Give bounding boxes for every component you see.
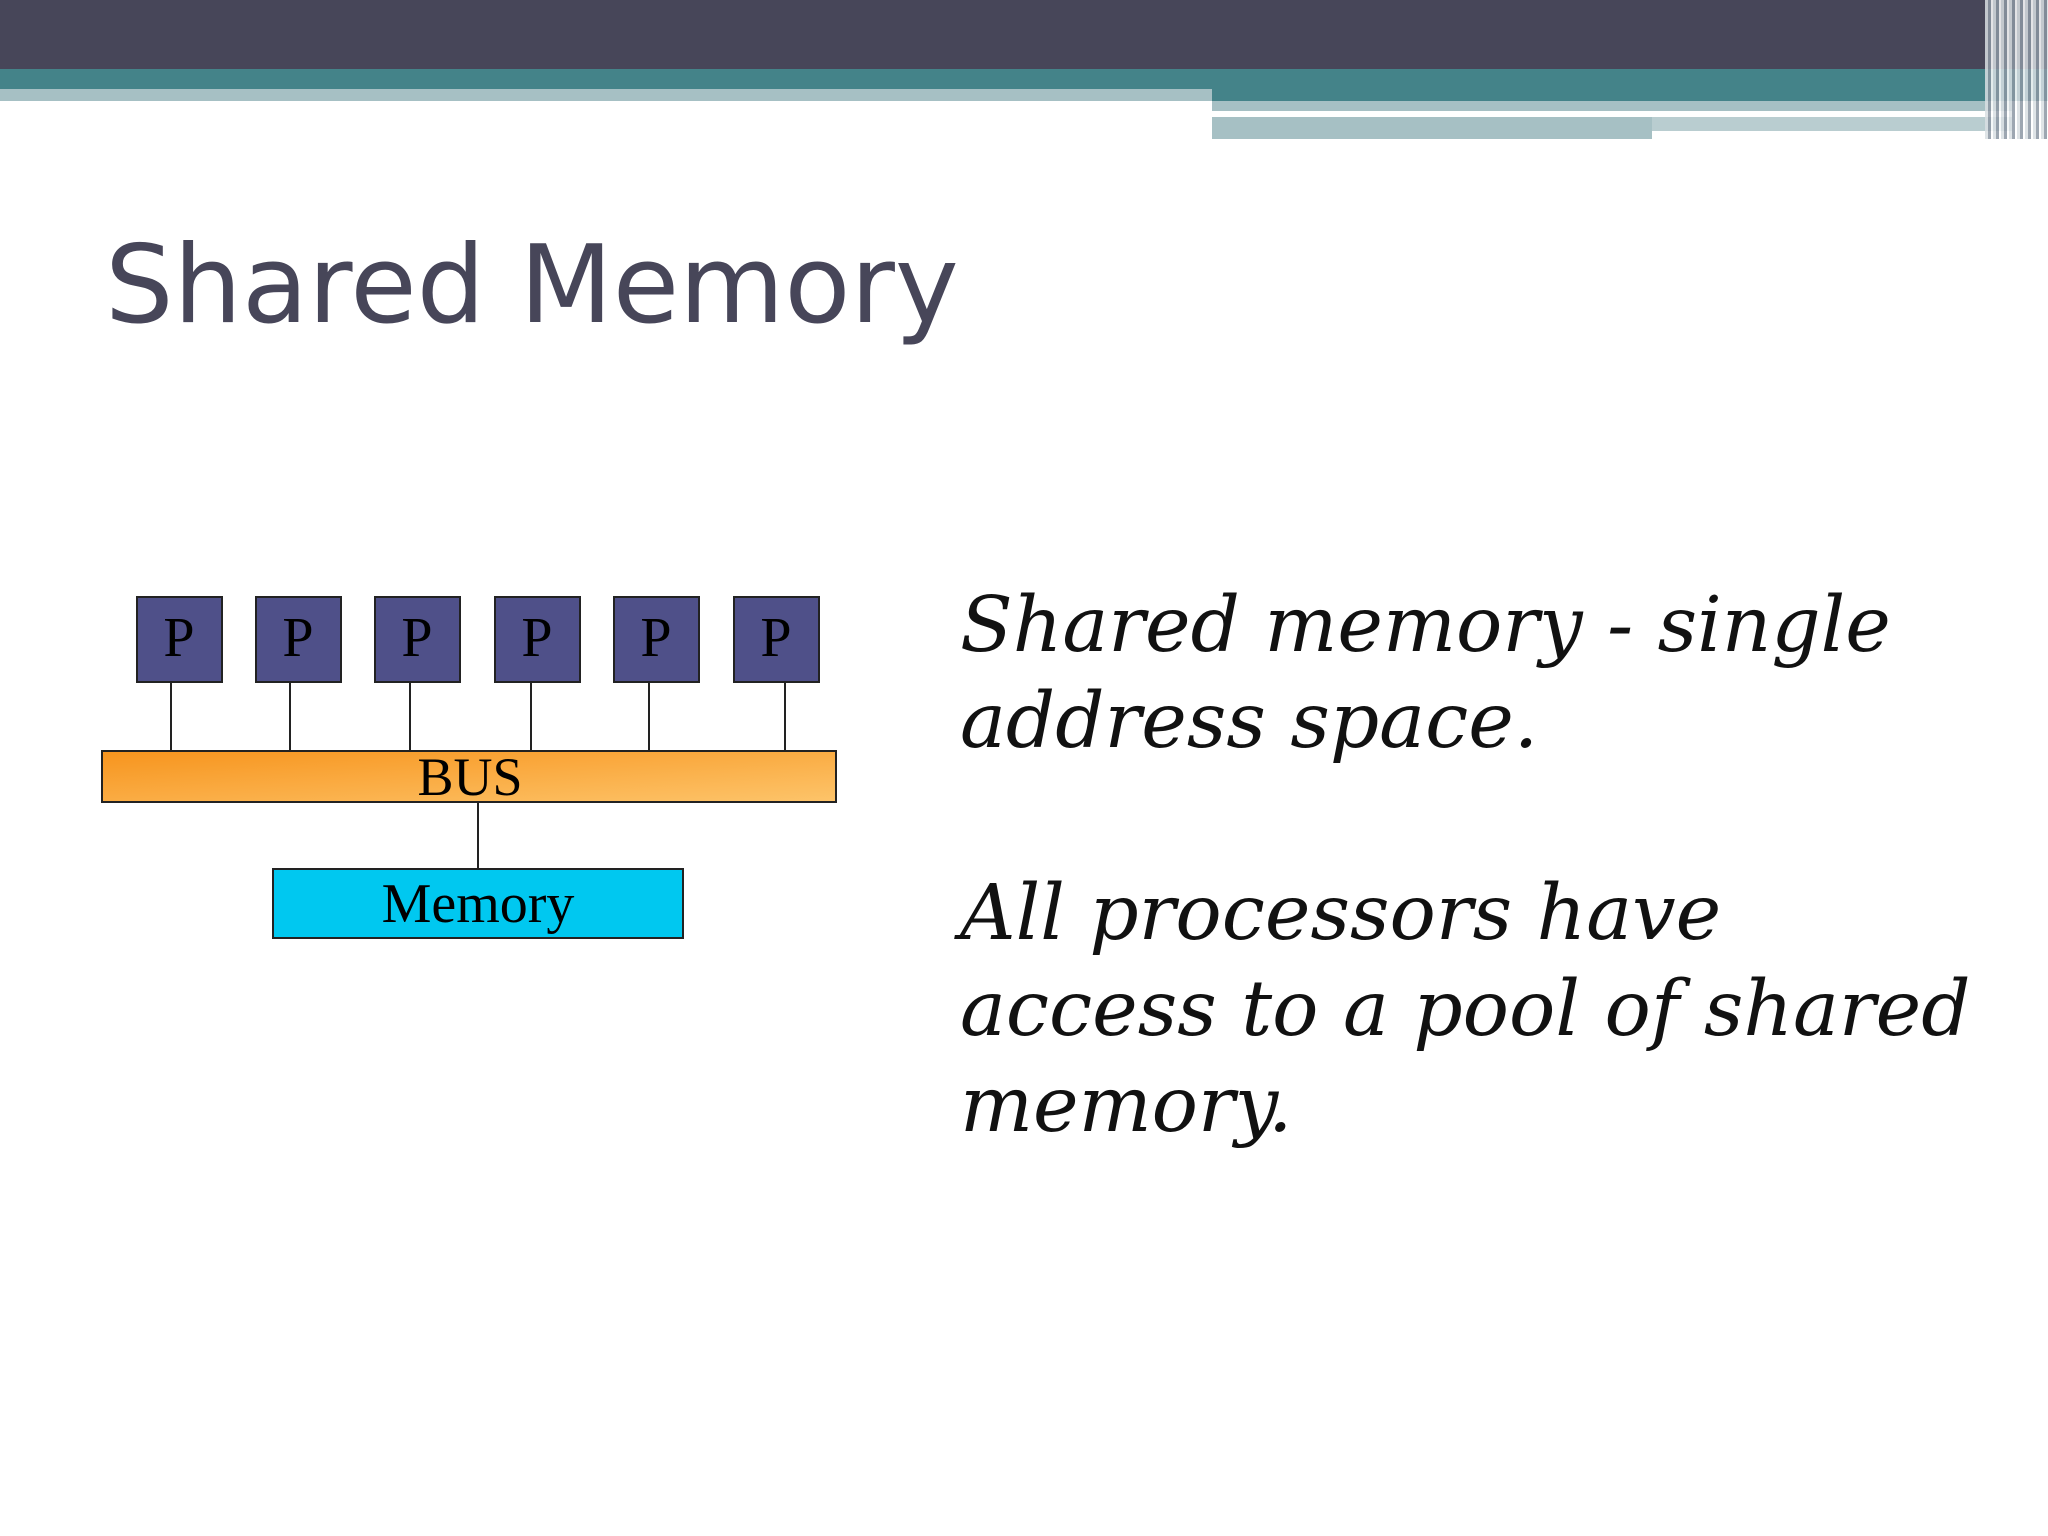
processor-label: P bbox=[521, 607, 552, 669]
processor-2: P bbox=[255, 596, 342, 683]
processor-label: P bbox=[401, 607, 432, 669]
memory-label: Memory bbox=[382, 873, 575, 935]
processor-label: P bbox=[640, 607, 671, 669]
header-band-teal-right bbox=[1212, 69, 2048, 101]
processor-6: P bbox=[733, 596, 820, 683]
processor-3: P bbox=[374, 596, 461, 683]
paragraph-single-address-space: Shared memory - single address space. bbox=[960, 581, 1891, 766]
header-band-light-right bbox=[1212, 101, 2012, 111]
bus-label: BUS bbox=[417, 747, 522, 807]
header-band-light-right-end bbox=[1652, 117, 2012, 131]
processor-4: P bbox=[494, 596, 581, 683]
slide-title: Shared Memory bbox=[105, 223, 959, 348]
processor-1: P bbox=[136, 596, 223, 683]
paragraph-shared-pool: All processors have access to a pool of … bbox=[960, 869, 1971, 1150]
header-band-light-left bbox=[0, 89, 1212, 101]
header-stripes bbox=[1985, 0, 2048, 139]
header-band-teal-left bbox=[0, 69, 1212, 89]
processor-5: P bbox=[613, 596, 700, 683]
processor-label: P bbox=[163, 607, 194, 669]
header-band-dark bbox=[0, 0, 2048, 69]
memory-block: Memory bbox=[272, 868, 684, 939]
body-text: Shared memory - single address space. Al… bbox=[960, 578, 2000, 1154]
bus: BUS bbox=[101, 747, 837, 807]
processor-label: P bbox=[282, 607, 313, 669]
header-band-white-line bbox=[1212, 111, 1897, 117]
header-band-light-right-lower bbox=[1212, 117, 1652, 139]
processor-label: P bbox=[760, 607, 791, 669]
